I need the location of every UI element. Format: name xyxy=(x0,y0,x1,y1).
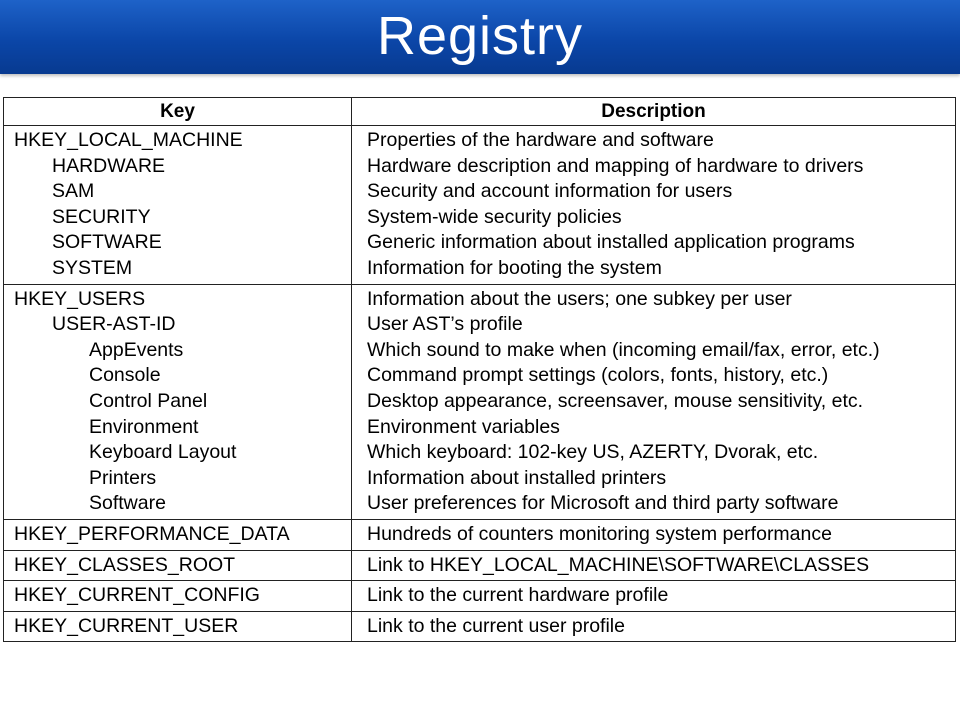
registry-subkey: SYSTEM xyxy=(52,256,133,279)
registry-subkey: Software xyxy=(89,492,166,515)
description-cell: Link to the current user profile xyxy=(352,612,955,642)
registry-subkey: HARDWARE xyxy=(52,154,166,177)
table-row: HKEY_CURRENT_USER Link to the current use… xyxy=(4,610,955,642)
description-cell: Hundreds of counters monitoring system p… xyxy=(352,520,955,550)
registry-subkey: Environment xyxy=(89,415,199,438)
registry-subkey: SECURITY xyxy=(52,205,151,228)
description-text: Command prompt settings (colors, fonts, … xyxy=(367,364,829,387)
registry-subkey: AppEvents xyxy=(89,338,184,361)
description-cell: Link to the current hardware profile xyxy=(352,581,955,611)
title-banner: Registry xyxy=(0,0,960,74)
description-text: User AST’s profile xyxy=(367,313,523,336)
registry-root-key: HKEY_LOCAL_MACHINE xyxy=(14,129,243,151)
description-text: Hundreds of counters monitoring system p… xyxy=(367,522,832,545)
registry-root-key: HKEY_CURRENT_USER xyxy=(14,614,239,637)
description-text: Properties of the hardware and software xyxy=(367,129,714,151)
registry-subkey: USER-AST-ID xyxy=(52,313,176,336)
registry-root-key: HKEY_PERFORMANCE_DATA xyxy=(14,522,290,545)
key-cell: HKEY_CURRENT_USER xyxy=(4,611,352,642)
description-text: User preferences for Microsoft and third… xyxy=(367,492,839,515)
description-text: Desktop appearance, screensaver, mouse s… xyxy=(367,389,864,412)
table-row: HKEY_PERFORMANCE_DATA Hundreds of counter… xyxy=(4,518,955,550)
table-header-row: Key Description xyxy=(4,98,955,125)
description-text: Security and account information for use… xyxy=(367,180,733,203)
description-text: Information for booting the system xyxy=(367,256,662,279)
registry-subkey: Printers xyxy=(89,466,157,489)
description-cell: Information about the users; one subkey … xyxy=(352,285,955,519)
header-key: Key xyxy=(4,98,352,125)
table-row: HKEY_CLASSES_ROOT Link to HKEY_LOCAL_MACH… xyxy=(4,549,955,581)
description-text: Information about the users; one subkey … xyxy=(367,287,792,310)
registry-subkey: SAM xyxy=(52,180,95,203)
registry-subkey: SOFTWARE xyxy=(52,231,162,254)
table-row: HKEY_CURRENT_CONFIG Link to the current h… xyxy=(4,580,955,611)
description-text: Generic information about installed appl… xyxy=(367,231,855,254)
description-cell: Link to HKEY_LOCAL_MACHINE\SOFTWARE\CLAS… xyxy=(352,551,955,581)
description-text: Information about installed printers xyxy=(367,466,667,489)
page-title: Registry xyxy=(376,6,584,66)
registry-table: Key Description HKEY_LOCAL_MACHINE HARDWA… xyxy=(3,97,956,643)
description-text: Hardware description and mapping of hard… xyxy=(367,154,864,177)
description-text: Which sound to make when (incoming email… xyxy=(367,338,880,361)
description-text: Link to the current user profile xyxy=(367,614,625,637)
registry-root-key: HKEY_CLASSES_ROOT xyxy=(14,553,236,576)
description-text: Environment variables xyxy=(367,415,560,438)
registry-root-key: HKEY_USERS xyxy=(14,287,146,310)
registry-subkey: Control Panel xyxy=(89,389,208,412)
description-text: System-wide security policies xyxy=(367,205,622,228)
key-cell: HKEY_PERFORMANCE_DATA xyxy=(4,519,352,550)
header-description: Description xyxy=(601,101,706,122)
registry-subkey: Keyboard Layout xyxy=(89,441,237,464)
description-text: Link to the current hardware profile xyxy=(367,584,669,607)
key-cell: HKEY_CURRENT_CONFIG xyxy=(4,581,352,611)
description-text: Link to HKEY_LOCAL_MACHINE\SOFTWARE\CLAS… xyxy=(367,553,870,576)
registry-subkey: Console xyxy=(89,364,161,387)
key-cell: HKEY_CLASSES_ROOT xyxy=(4,550,352,581)
description-text: Which keyboard: 102-key US, AZERTY, Dvor… xyxy=(367,441,819,464)
registry-root-key: HKEY_CURRENT_CONFIG xyxy=(14,584,260,607)
